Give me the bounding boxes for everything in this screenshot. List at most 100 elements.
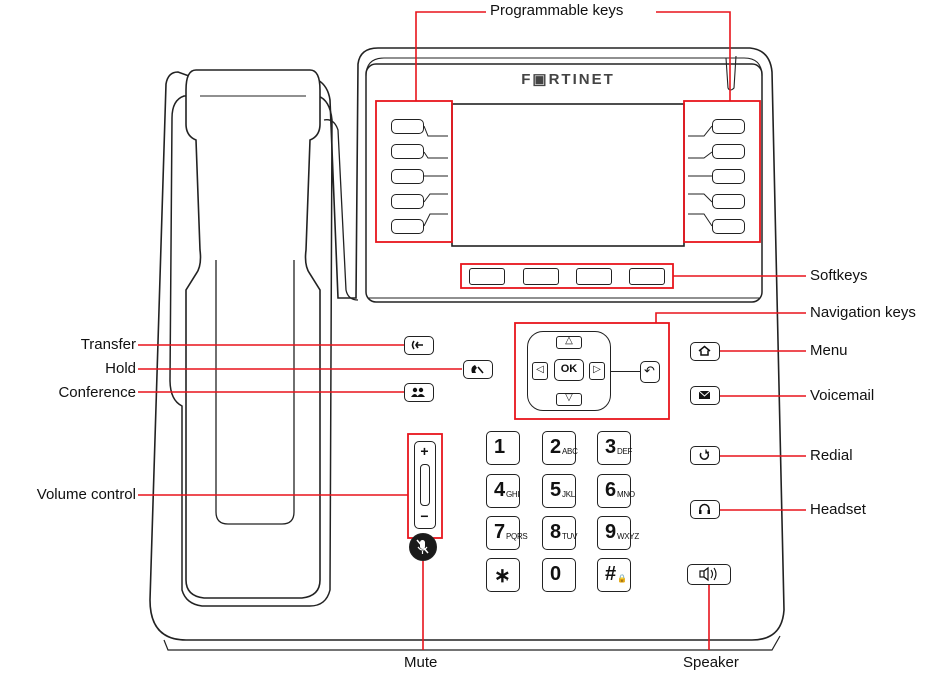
label-hold: Hold (105, 360, 136, 377)
back-key-connector (610, 371, 640, 372)
mute-icon (416, 539, 429, 554)
dial-key-letters: PQRS (506, 532, 528, 541)
left-key-connectors (423, 125, 448, 227)
speaker-icon (699, 566, 717, 582)
dial-key-12[interactable]: #🔒 (597, 558, 631, 592)
volume-down-button[interactable]: − (417, 508, 432, 524)
dial-key-number: ∗ (494, 565, 511, 587)
dial-key-letters: 🔒 (617, 574, 627, 583)
navigation-keys: △ ▽ ◁ ▷ OK (527, 331, 611, 411)
volume-up-button[interactable]: + (417, 443, 432, 459)
conference-key[interactable] (404, 383, 434, 402)
line-programmable-left (415, 11, 486, 101)
dial-key-11[interactable]: 0 (542, 558, 576, 592)
programmable-key-r5[interactable] (712, 219, 745, 234)
hold-key[interactable] (463, 360, 493, 379)
nav-right-key[interactable]: ▷ (589, 362, 605, 380)
line-navigation (655, 312, 806, 323)
programmable-key-l1[interactable] (391, 119, 424, 134)
label-volume-control: Volume control (36, 486, 136, 503)
speaker-key[interactable] (687, 564, 731, 585)
dial-key-number: 2 (550, 436, 562, 458)
nav-right-icon: ▷ (593, 364, 601, 375)
nav-ok-label: OK (560, 363, 578, 375)
nav-down-key[interactable]: ▽ (556, 392, 582, 406)
dial-key-number: 4 (494, 479, 506, 501)
bezel-hinge (725, 55, 737, 91)
dial-key-number: 7 (494, 521, 506, 543)
softkey-2[interactable] (523, 268, 559, 285)
cradle-post (323, 119, 359, 301)
callout-box-left-keys (375, 100, 453, 243)
label-speaker: Speaker (683, 654, 739, 671)
transfer-key[interactable] (404, 336, 434, 355)
hold-icon (471, 365, 484, 374)
nav-ok-key[interactable]: OK (554, 359, 584, 381)
brand-logo: F▣RTINET (521, 71, 615, 88)
label-voicemail: Voicemail (810, 387, 875, 404)
redial-key[interactable] (690, 446, 720, 465)
cradle-outline (169, 95, 333, 607)
programmable-key-l5[interactable] (391, 219, 424, 234)
dial-key-number: 1 (494, 436, 506, 458)
softkey-1[interactable] (469, 268, 505, 285)
handset (185, 69, 321, 599)
redial-icon (699, 449, 710, 460)
envelope-icon (698, 390, 711, 399)
lcd-screen (451, 103, 685, 247)
dial-key-number: 0 (550, 563, 562, 585)
nav-down-icon: ▽ (565, 392, 573, 403)
dial-key-number: 5 (550, 479, 562, 501)
dial-key-letters: MNO (617, 490, 635, 499)
programmable-key-r4[interactable] (712, 194, 745, 209)
programmable-key-l3[interactable] (391, 169, 424, 184)
label-mute: Mute (404, 654, 438, 671)
programmable-key-l2[interactable] (391, 144, 424, 159)
phone-body-inner (163, 635, 781, 651)
softkey-3[interactable] (576, 268, 612, 285)
right-key-connectors (688, 125, 713, 227)
label-menu: Menu (810, 342, 848, 359)
softkey-4[interactable] (629, 268, 665, 285)
callout-box-right-keys (683, 100, 761, 243)
nav-left-key[interactable]: ◁ (532, 362, 548, 380)
dial-key-letters: TUV (562, 532, 578, 541)
phone-body-outline (149, 47, 785, 641)
dial-key-number: 6 (605, 479, 617, 501)
callout-box-navigation (514, 322, 670, 420)
dial-key-number: # (605, 563, 617, 585)
transfer-icon (411, 340, 423, 350)
dial-key-number: 3 (605, 436, 617, 458)
programmable-key-r1[interactable] (712, 119, 745, 134)
callout-lines (138, 11, 806, 650)
dial-key-1[interactable]: 1 (486, 431, 520, 465)
label-transfer: Transfer (80, 336, 136, 353)
programmable-key-r3[interactable] (712, 169, 745, 184)
voicemail-key[interactable] (690, 386, 720, 405)
dial-key-letters: WXYZ (617, 532, 639, 541)
nav-up-key[interactable]: △ (556, 335, 582, 349)
programmable-key-l4[interactable] (391, 194, 424, 209)
mute-button[interactable] (409, 533, 437, 561)
display-bezel-top (365, 57, 763, 77)
back-key[interactable]: ↶ (640, 361, 660, 383)
programmable-key-r2[interactable] (712, 144, 745, 159)
headset-icon (699, 503, 710, 514)
dial-key-letters: GHI (506, 490, 520, 499)
menu-key[interactable] (690, 342, 720, 361)
dial-key-letters: ABC (562, 447, 578, 456)
dial-key-letters: . (506, 574, 508, 583)
dial-key-10[interactable]: ∗. (486, 558, 520, 592)
label-headset: Headset (810, 501, 866, 518)
headset-key[interactable] (690, 500, 720, 519)
